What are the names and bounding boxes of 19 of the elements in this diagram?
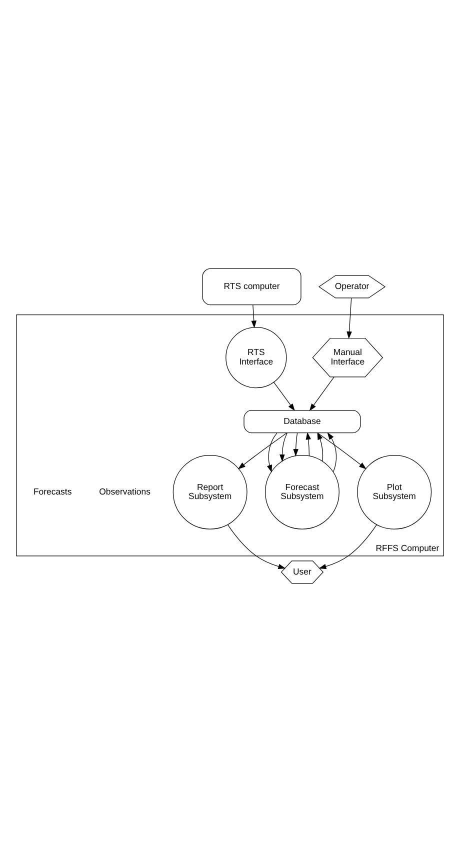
node-circle: RTS Interface (225, 326, 286, 388)
label: Forecasts (32, 486, 72, 496)
node-box: Database (243, 410, 360, 433)
arrow (250, 304, 256, 328)
label: Observations (98, 486, 150, 496)
arrow (266, 432, 277, 472)
arrow (316, 432, 366, 469)
arrow (346, 297, 352, 338)
arrow (316, 432, 323, 461)
arrow (308, 376, 334, 411)
arrow (273, 381, 294, 411)
arrow (227, 524, 286, 569)
arrow (326, 432, 336, 472)
arrow (305, 432, 310, 456)
arrow (318, 524, 376, 569)
node-box: RTS computer (202, 268, 301, 305)
arrow (237, 432, 287, 469)
arrow (279, 432, 287, 462)
arrow (292, 432, 298, 456)
